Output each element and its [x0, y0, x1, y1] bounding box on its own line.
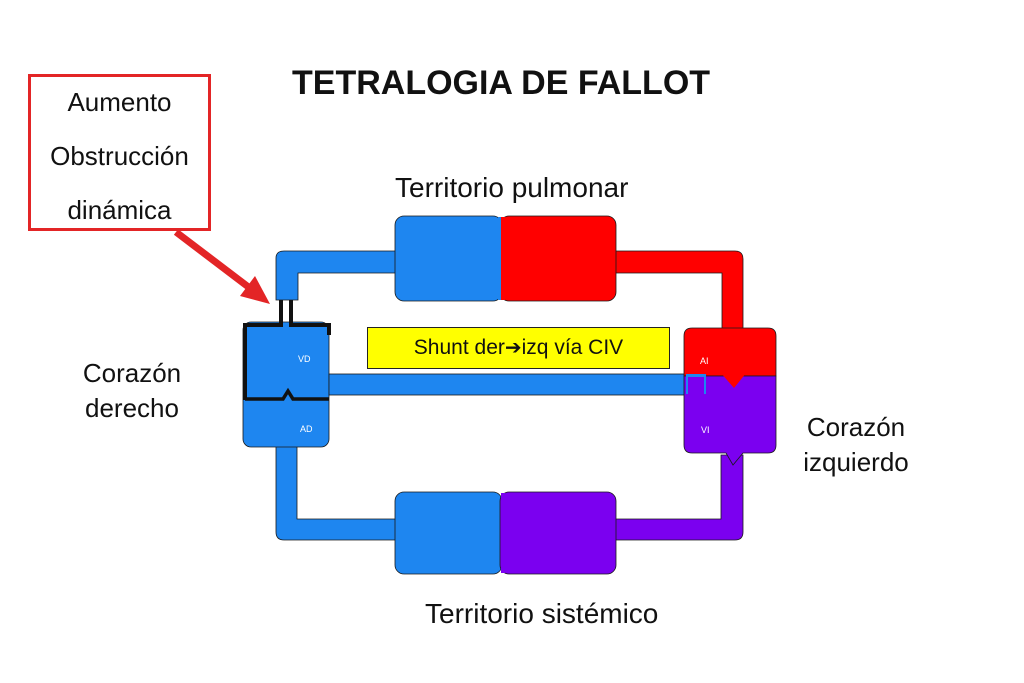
systemic-bed-venous: [394, 491, 503, 575]
mitral-valve: [720, 372, 747, 388]
shunt-label-before: Shunt der: [413, 336, 505, 359]
shunt-label: Shunt der➔izq vía CIV: [367, 327, 670, 369]
left-heart-label: Corazón izquierdo: [786, 410, 926, 480]
systemic-vessel-venous: [275, 439, 397, 541]
right-heart: [242, 321, 330, 448]
systemic-vessel-mixed: [613, 454, 744, 541]
right-heart-label-line-1: Corazón: [82, 358, 182, 388]
chamber-label-rv: VD: [298, 354, 311, 364]
systemic-bed-mixed: [499, 491, 617, 575]
chamber-label-ra: AD: [300, 424, 313, 434]
shunt-label-after: izq vía CIV: [521, 336, 624, 359]
pulmonary-vessel-venous: [275, 250, 397, 301]
right-heart-label-line-2: derecho: [85, 393, 179, 423]
annotation-arrow: [173, 229, 258, 295]
annotation-line-1: Aumento: [67, 87, 172, 117]
arrow-right-icon: ➔: [504, 337, 522, 359]
annotation-line-3: dinámica: [67, 195, 172, 225]
pulmonary-bed-venous: [394, 215, 503, 302]
annotation-arrowhead: [240, 276, 270, 304]
pulmonary-vessel-arterial: [613, 250, 744, 331]
pulmonary-bed-arterial: [499, 215, 617, 302]
left-ventricle: [683, 375, 777, 466]
left-heart-label-line-2: izquierdo: [803, 447, 909, 477]
chamber-label-la: AI: [700, 356, 709, 366]
systemic-territory-label: Territorio sistémico: [425, 598, 659, 629]
right-heart-label: Corazón derecho: [62, 356, 202, 426]
page-title: TETRALOGIA DE FALLOT: [292, 64, 711, 102]
left-atrium: [683, 327, 777, 377]
vsd-shunt-channel: [328, 373, 688, 396]
chamber-label-lv: VI: [701, 425, 710, 435]
left-heart-label-line-1: Corazón: [806, 412, 906, 442]
annotation-box: Aumento Obstrucción dinámica: [28, 74, 211, 231]
annotation-line-2: Obstrucción: [50, 141, 189, 171]
pulmonary-territory-label: Territorio pulmonar: [395, 172, 629, 203]
infundibular-obstruction: [243, 300, 331, 400]
tricuspid-valve: [245, 387, 329, 401]
